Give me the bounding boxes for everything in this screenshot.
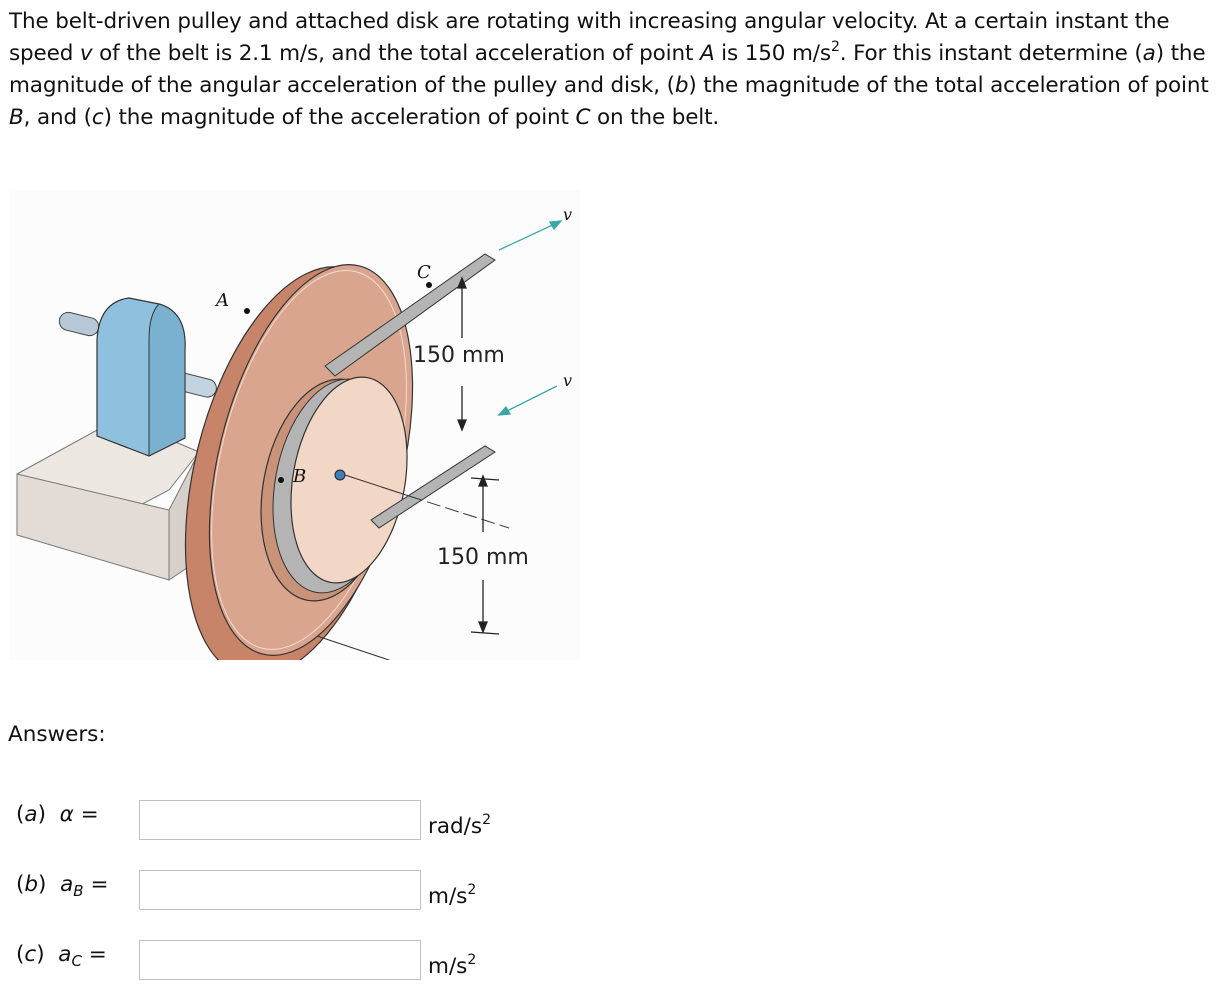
pulley xyxy=(260,376,408,602)
problem-text: of the belt is 2.1 m/s, and the total ac… xyxy=(92,41,700,66)
part-c-label: c xyxy=(91,105,104,130)
unit-label-a: rad/s2 xyxy=(428,812,492,839)
var-A: A xyxy=(699,41,715,66)
answer-label-b: (b) aB = xyxy=(16,872,109,900)
problem-text: ) the magnitude of the acceleration of p… xyxy=(103,105,576,130)
dim-label-pulley: 150 mm xyxy=(413,343,505,368)
dim-disk-arrow xyxy=(470,474,500,635)
point-C-dot xyxy=(426,282,432,288)
axle-hub xyxy=(334,469,346,481)
problem-text: ) the magnitude of the total acceleratio… xyxy=(688,73,1209,98)
problem-statement: The belt-driven pulley and attached disk… xyxy=(9,6,1214,134)
label-v-top: v xyxy=(563,205,572,224)
var-v: v xyxy=(79,41,93,66)
answer-row-a: (a) α = rad/s2 xyxy=(16,800,616,844)
problem-text: is 150 m/s xyxy=(714,41,831,66)
pulley-disk-figure: A C B v v 150 mm 150 mm xyxy=(9,190,580,660)
unit-label-c: m/s2 xyxy=(428,952,477,979)
point-B-dot xyxy=(278,477,284,483)
answer-row-b: (b) aB = m/s2 xyxy=(16,870,616,914)
problem-text: . For this instant determine ( xyxy=(839,41,1143,66)
answer-label-c: (c) aC = xyxy=(16,942,107,970)
answer-input-aC[interactable] xyxy=(139,940,421,980)
belt xyxy=(324,253,496,529)
label-C: C xyxy=(417,262,431,283)
part-b-label: b xyxy=(674,73,689,98)
bearing-block xyxy=(96,297,186,457)
dim-ext-line xyxy=(316,635,391,660)
label-B: B xyxy=(292,466,306,487)
dim-ext-line xyxy=(408,495,510,529)
unit-label-b: m/s2 xyxy=(428,882,477,909)
problem-text: , and ( xyxy=(23,105,92,130)
part-a-label: a xyxy=(1142,41,1156,66)
velocity-arrow-bottom xyxy=(497,385,558,416)
velocity-arrow-top xyxy=(498,220,563,251)
problem-text: on the belt. xyxy=(590,105,720,130)
var-C: C xyxy=(575,105,591,130)
dim-label-disk: 150 mm xyxy=(437,545,529,570)
answer-input-aB[interactable] xyxy=(139,870,421,910)
dim-pulley-arrow xyxy=(457,276,467,432)
var-B: B xyxy=(9,105,24,130)
problem-text: ) the magnitude of the angular accelerat… xyxy=(9,41,1206,98)
answer-label-a: (a) α = xyxy=(16,802,99,827)
symbol-alpha: α xyxy=(59,802,74,827)
superscript: 2 xyxy=(830,39,840,55)
answer-input-alpha[interactable] xyxy=(139,800,421,840)
answers-heading: Answers: xyxy=(8,722,106,747)
answer-row-c: (c) aC = m/s2 xyxy=(16,940,616,984)
point-A-dot xyxy=(244,308,250,314)
label-A: A xyxy=(214,290,229,311)
radius-line xyxy=(344,474,410,497)
problem-text: The belt-driven pulley and attached disk… xyxy=(9,9,1170,66)
label-v-bottom: v xyxy=(563,371,572,390)
